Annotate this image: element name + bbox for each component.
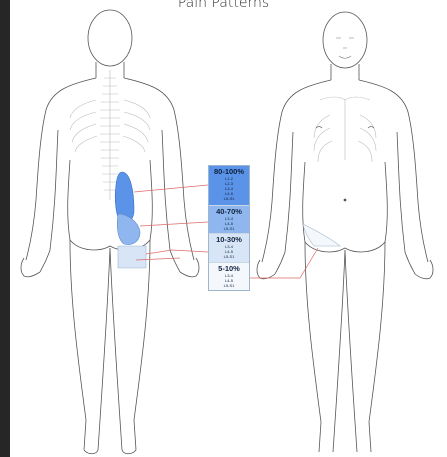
legend-percent: 80-100% [209, 168, 249, 176]
legend-percent: 5-10% [209, 265, 249, 273]
legend-level: L5-S1 [209, 196, 249, 201]
region-level-4 [303, 224, 340, 246]
pain-regions [115, 172, 146, 268]
legend-entry-level-4: 5-10% L3-4 L4-5 L5-S1 [209, 263, 249, 290]
legend-entry-level-1: 80-100% L1-2 L2-3 L3-4 L4-5 L5-S1 [209, 166, 249, 206]
legend-level: L5-S1 [209, 254, 249, 259]
legend-level: L5-S1 [209, 226, 249, 231]
back-view-figure [21, 10, 199, 454]
legend-entry-level-2: 40-70% L3-4 L4-5 L5-S1 [209, 206, 249, 234]
legend-percent: 10-30% [209, 236, 249, 244]
legend-entry-level-3: 10-30% L3-4 L4-5 L5-S1 [209, 234, 249, 263]
legend-level: L5-S1 [209, 283, 249, 288]
legend-percent: 40-70% [209, 208, 249, 216]
region-level-3 [118, 246, 146, 268]
pain-percentage-legend: 80-100% L1-2 L2-3 L3-4 L4-5 L5-S1 40-70%… [208, 165, 250, 291]
region-level-2 [117, 214, 140, 245]
front-view-figure [257, 12, 433, 452]
